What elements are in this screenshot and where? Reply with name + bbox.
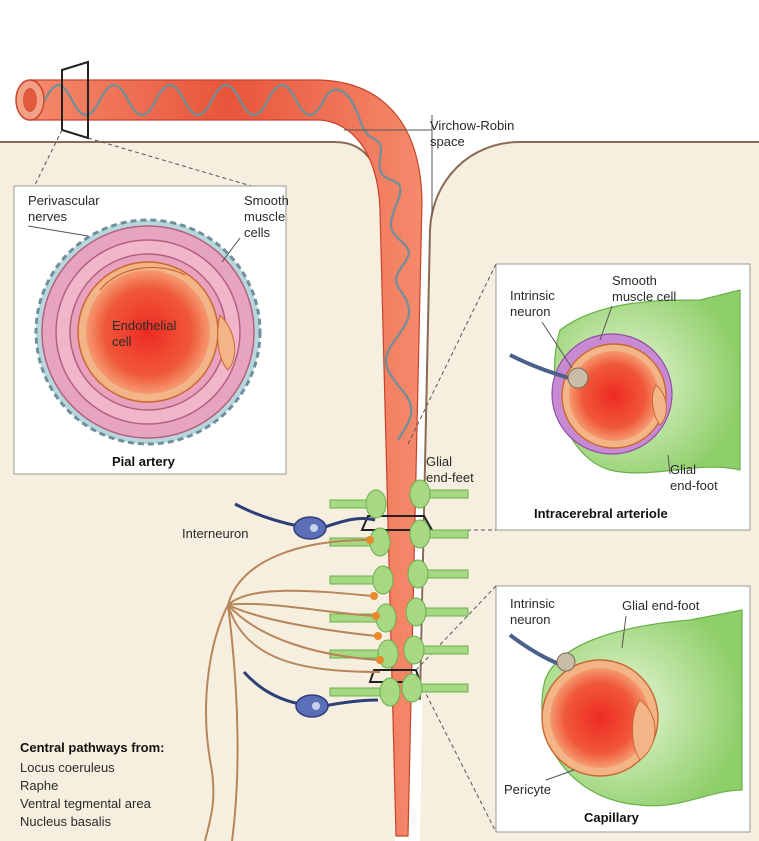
label-endothelial-2: cell xyxy=(112,334,132,349)
label-endothelial-1: Endothelial xyxy=(112,318,176,333)
label-smooth-muscle-cell-1: Smooth xyxy=(612,273,657,288)
label-glial-end-foot-2: Glial end-foot xyxy=(622,598,700,613)
pathway-item: Ventral tegmental area xyxy=(20,796,152,811)
pathways-title: Central pathways from: xyxy=(20,740,164,755)
label-smooth-muscle-cell-2: muscle cell xyxy=(612,289,676,304)
title-intracerebral-arteriole: Intracerebral arteriole xyxy=(534,506,668,521)
label-intrinsic-neuron-1a: Intrinsic xyxy=(510,288,555,303)
title-pial-artery: Pial artery xyxy=(112,454,176,469)
arteriole-lumen xyxy=(569,351,659,441)
label-interneuron: Interneuron xyxy=(182,526,249,541)
label-glial-end-foot-1a: Glial xyxy=(670,462,696,477)
title-capillary: Capillary xyxy=(584,810,640,825)
label-intrinsic-neuron-1b: neuron xyxy=(510,304,550,319)
label-smooth-muscle-1: Smooth xyxy=(244,193,289,208)
label-pericyte: Pericyte xyxy=(504,782,551,797)
label-intrinsic-neuron-2b: neuron xyxy=(510,612,550,627)
artery-lumen-opening xyxy=(23,88,37,112)
pathway-item: Raphe xyxy=(20,778,58,793)
label-intrinsic-neuron-2a: Intrinsic xyxy=(510,596,555,611)
label-glial-end-feet-1: Glial xyxy=(426,454,452,469)
label-smooth-muscle-2: muscle xyxy=(244,209,285,224)
label-virchow-2: space xyxy=(430,134,465,149)
label-virchow-1: Virchow-Robin xyxy=(430,118,514,133)
label-perivascular-1: Perivascular xyxy=(28,193,100,208)
pathway-item: Locus coeruleus xyxy=(20,760,115,775)
pathway-item: Nucleus basalis xyxy=(20,814,112,829)
label-perivascular-2: nerves xyxy=(28,209,68,224)
label-glial-end-foot-1b: end-foot xyxy=(670,478,718,493)
label-glial-end-feet-2: end-feet xyxy=(426,470,474,485)
label-smooth-muscle-3: cells xyxy=(244,225,271,240)
